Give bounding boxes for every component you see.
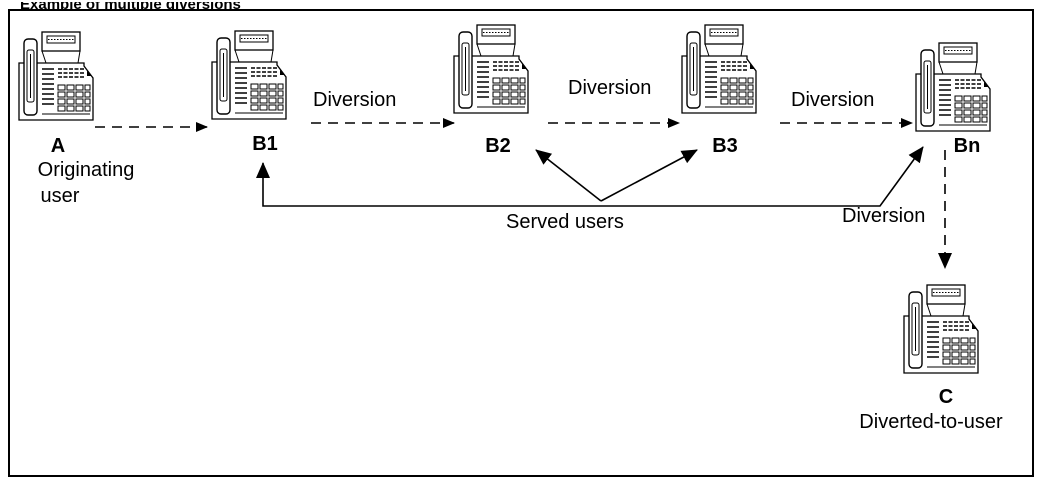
node-label-c: C xyxy=(938,386,954,408)
served-users-label: Served users xyxy=(506,211,624,233)
desk-telephone-icon-c xyxy=(903,284,979,374)
desk-telephone-icon-bn xyxy=(915,42,991,132)
node-label-a: A xyxy=(50,135,66,157)
node-role-a-line1: Originating xyxy=(37,159,135,181)
edge-label-b2-b3: Diversion xyxy=(568,77,652,99)
caption-clip: Example of multiple diversions xyxy=(20,2,320,11)
node-role-a-line2: user xyxy=(40,185,80,207)
diagram-caption: Example of multiple diversions xyxy=(20,2,241,11)
served-user-arrow-b3 xyxy=(600,149,698,202)
edge-label-b1-b2: Diversion xyxy=(313,89,397,111)
node-label-b2: B2 xyxy=(485,135,511,157)
diagram-frame: Example of multiple diversions xyxy=(8,2,1034,477)
desk-telephone-icon-a xyxy=(18,31,94,121)
edge-label-bn-c: Diversion xyxy=(842,205,926,227)
node-role-c: Diverted-to-user xyxy=(859,411,1003,433)
node-label-b1: B1 xyxy=(252,133,278,155)
node-label-b3: B3 xyxy=(712,135,738,157)
served-user-path-to-bn xyxy=(262,146,924,207)
node-label-bn: Bn xyxy=(953,135,981,157)
served-user-arrow-b2 xyxy=(535,149,602,202)
desk-telephone-icon-b3 xyxy=(681,24,757,114)
desk-telephone-icon-b1 xyxy=(211,30,287,120)
desk-telephone-icon-b2 xyxy=(453,24,529,114)
edge-label-b3-bn: Diversion xyxy=(791,89,875,111)
